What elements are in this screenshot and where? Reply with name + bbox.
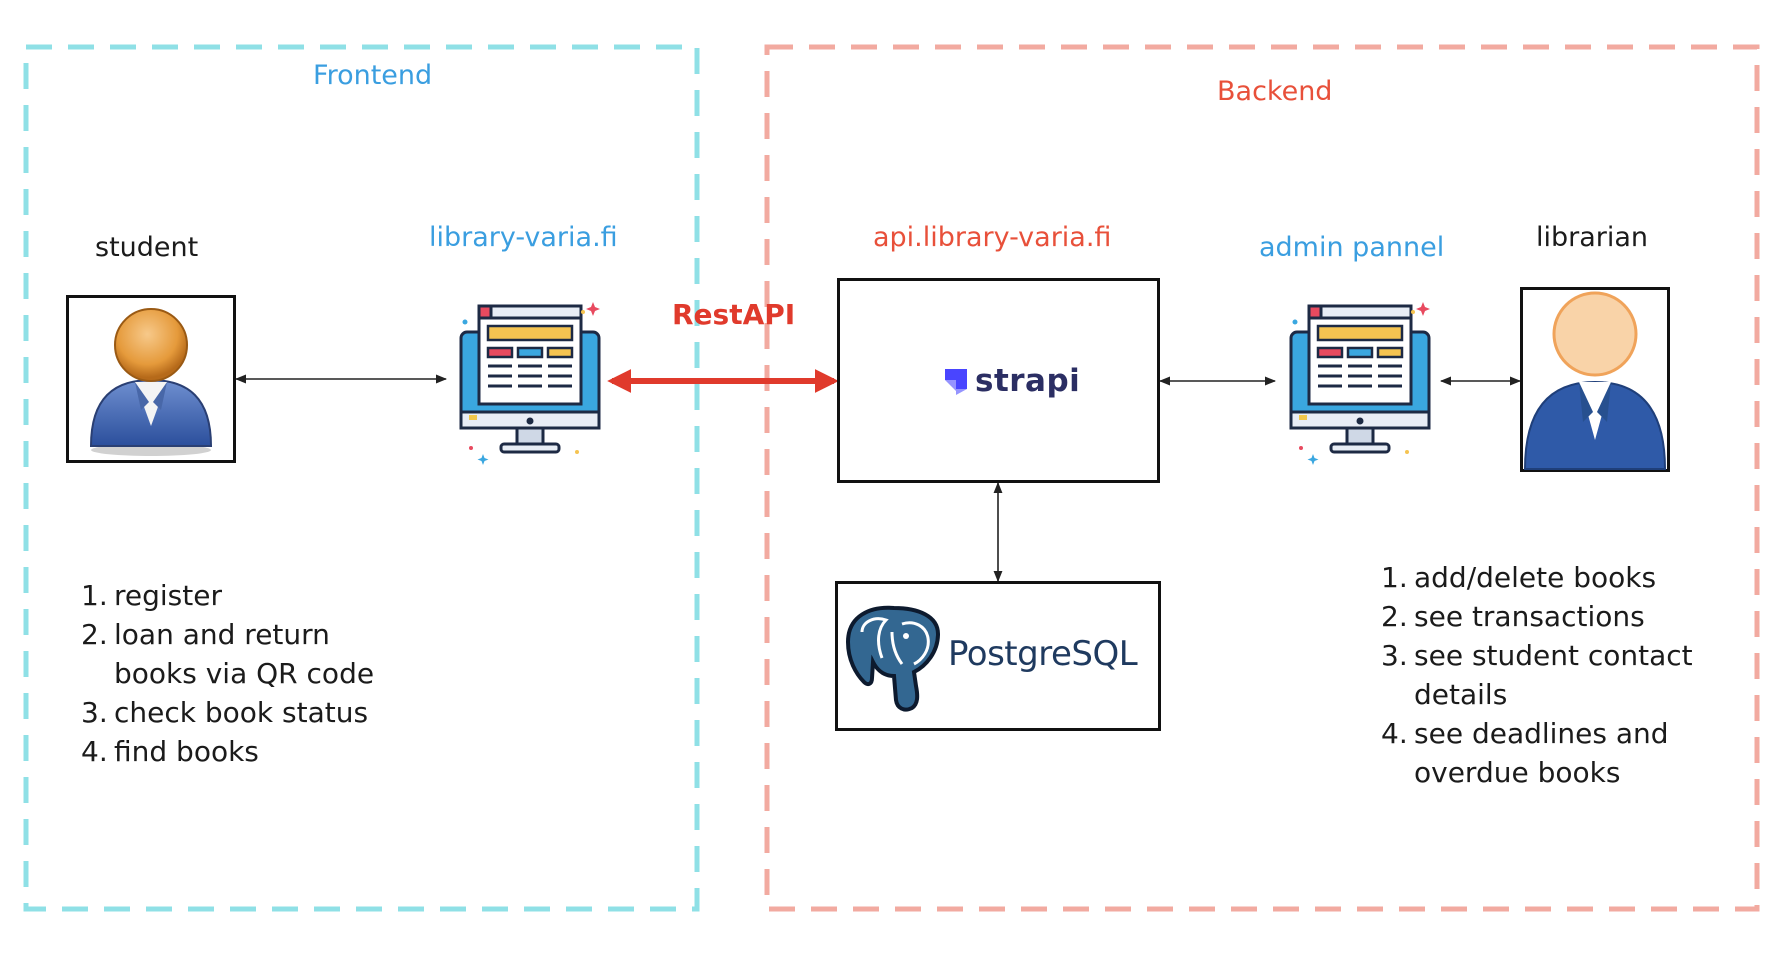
user-icon	[89, 308, 213, 456]
student-label: student	[95, 232, 199, 263]
api-label: api.library-varia.fi	[873, 222, 1112, 253]
admin-computer-icon	[1289, 302, 1431, 465]
librarian-label: librarian	[1536, 222, 1649, 253]
list-item: 3.check book status	[81, 696, 369, 729]
restapi-label: RestAPI	[672, 298, 796, 331]
librarian-task-list: 1.add/delete books 2.see transactions 3.…	[1381, 558, 1711, 792]
list-item: 4.find books	[81, 735, 259, 768]
list-item: 4.see deadlines and overdue books	[1381, 717, 1669, 789]
admin-label: admin pannel	[1259, 232, 1445, 263]
backend-title: Backend	[1217, 76, 1333, 107]
postgres-logo-text: PostgreSQL	[948, 634, 1138, 674]
list-item: 3.see student contact details	[1381, 639, 1693, 711]
librarian-avatar	[1520, 287, 1670, 472]
frontend-title: Frontend	[313, 60, 433, 91]
user-icon	[1523, 291, 1667, 470]
strapi-logo: strapi	[941, 363, 1080, 399]
frontend-computer-icon	[459, 302, 601, 465]
postgres-db-box: PostgreSQL	[835, 581, 1161, 731]
frontend-group	[23, 44, 700, 912]
site-label: library-varia.fi	[429, 222, 618, 253]
strapi-logo-text: strapi	[975, 363, 1081, 399]
student-avatar	[66, 295, 236, 463]
list-item: 1.register	[81, 579, 222, 612]
strapi-server-box: strapi	[837, 278, 1160, 483]
list-item: 1.add/delete books	[1381, 561, 1657, 594]
list-item: 2.see transactions	[1381, 600, 1645, 633]
postgres-elephant-icon	[845, 605, 941, 712]
student-task-list: 1.register 2.loan and return books via Q…	[81, 576, 411, 771]
list-item: 2.loan and return books via QR code	[81, 618, 375, 690]
strapi-icon	[945, 369, 967, 395]
